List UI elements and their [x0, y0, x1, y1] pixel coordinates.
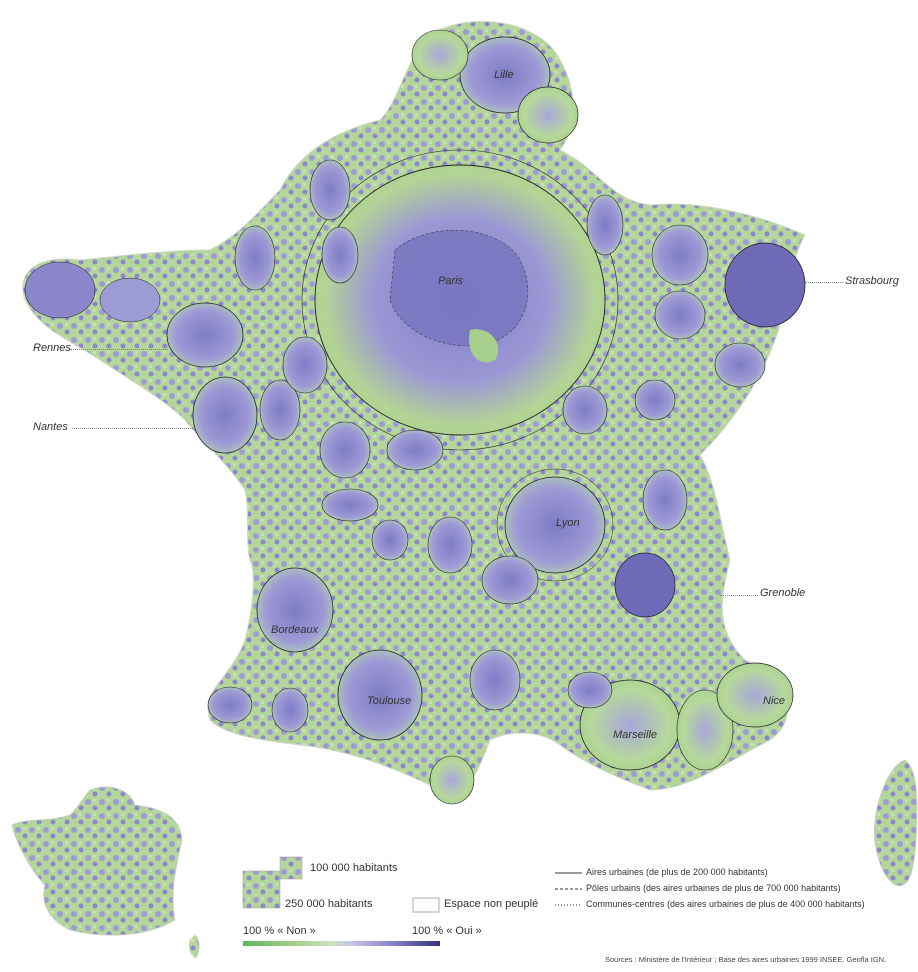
bordeaux-urban-area	[256, 567, 334, 653]
east-area-3	[654, 290, 706, 340]
legend-empty-space: Espace non peuplé	[444, 898, 539, 910]
legend-square-large	[242, 870, 281, 909]
leader-grenoble	[720, 595, 758, 596]
leader-rennes	[70, 349, 168, 350]
strasbourg-urban-area	[724, 242, 806, 328]
east-area-2	[714, 342, 766, 388]
lille-neighbour	[517, 86, 579, 144]
label-lyon: Lyon	[556, 517, 580, 529]
north-area	[411, 29, 469, 81]
inset-france-map	[11, 786, 183, 936]
perpignan-area	[429, 755, 475, 805]
label-rennes: Rennes	[33, 342, 71, 354]
brittany-north	[99, 277, 161, 323]
avignon-area	[567, 671, 613, 709]
lyon-urban-area	[504, 476, 606, 574]
east-area-1	[651, 224, 709, 286]
nantes-urban-area	[192, 376, 258, 454]
legend-square-small	[279, 856, 303, 880]
rouen-area	[321, 226, 359, 284]
brittany-west	[24, 261, 96, 319]
caen-area	[309, 159, 351, 221]
sources-caption: Sources : Ministère de l'Intérieur ; Bas…	[605, 955, 887, 964]
lyon-ring	[496, 468, 614, 582]
legend-pop-small: 100 000 habitants	[310, 862, 398, 874]
montpellier-area	[469, 649, 521, 711]
legend-scale-oui: 100 % « Oui »	[412, 925, 482, 937]
paris-green-patch	[469, 329, 499, 363]
label-bordeaux: Bordeaux	[271, 624, 319, 636]
rennes-urban-area	[166, 302, 244, 368]
label-paris: Paris	[438, 275, 464, 287]
limoges-area	[371, 519, 409, 561]
legend-gradient-bar	[243, 941, 440, 946]
clermont-area	[427, 516, 473, 574]
legend-line-aires-label: Aires urbaines (de plus de 200 000 habit…	[586, 867, 768, 877]
nice-urban-area	[716, 662, 794, 728]
label-lille: Lille	[494, 69, 514, 81]
label-nantes: Nantes	[33, 421, 68, 433]
legend-empty-box	[412, 897, 440, 913]
pau-area	[271, 687, 309, 733]
paris-ring	[301, 149, 619, 451]
toulon-area	[676, 689, 734, 771]
legend-scale-non: 100 % « Non »	[243, 925, 316, 937]
angers-area	[259, 379, 301, 441]
saint-etienne-area	[481, 555, 539, 605]
leader-strasbourg	[805, 282, 843, 283]
legend-line-poles-label: Pôles urbains (des aires urbaines de plu…	[586, 883, 841, 893]
lille-urban-area	[459, 36, 551, 114]
toulouse-urban-area	[337, 649, 423, 741]
east-area-4	[586, 194, 624, 256]
normandy-area	[234, 225, 276, 291]
paris-pole	[389, 230, 529, 347]
south-west-area	[207, 686, 253, 724]
tours-area	[319, 421, 371, 479]
poitiers-area	[321, 488, 379, 522]
leader-nantes	[72, 428, 195, 429]
label-marseille: Marseille	[613, 729, 658, 741]
legend-pop-large: 250 000 habitants	[285, 898, 373, 910]
le-mans-area	[282, 336, 328, 394]
geneva-area	[642, 469, 688, 531]
dijon-area	[562, 385, 608, 435]
label-nice: Nice	[763, 695, 786, 707]
corsica-territory	[874, 759, 918, 887]
label-grenoble: Grenoble	[760, 587, 806, 599]
inset-corsica	[189, 934, 200, 959]
besancon-area	[634, 379, 676, 421]
legend-line-communes-label: Communes-centres (des aires urbaines de …	[586, 899, 865, 909]
label-toulouse: Toulouse	[367, 695, 412, 707]
label-strasbourg: Strasbourg	[845, 275, 899, 287]
grenoble-urban-area	[614, 552, 676, 618]
orleans-area	[386, 429, 444, 471]
